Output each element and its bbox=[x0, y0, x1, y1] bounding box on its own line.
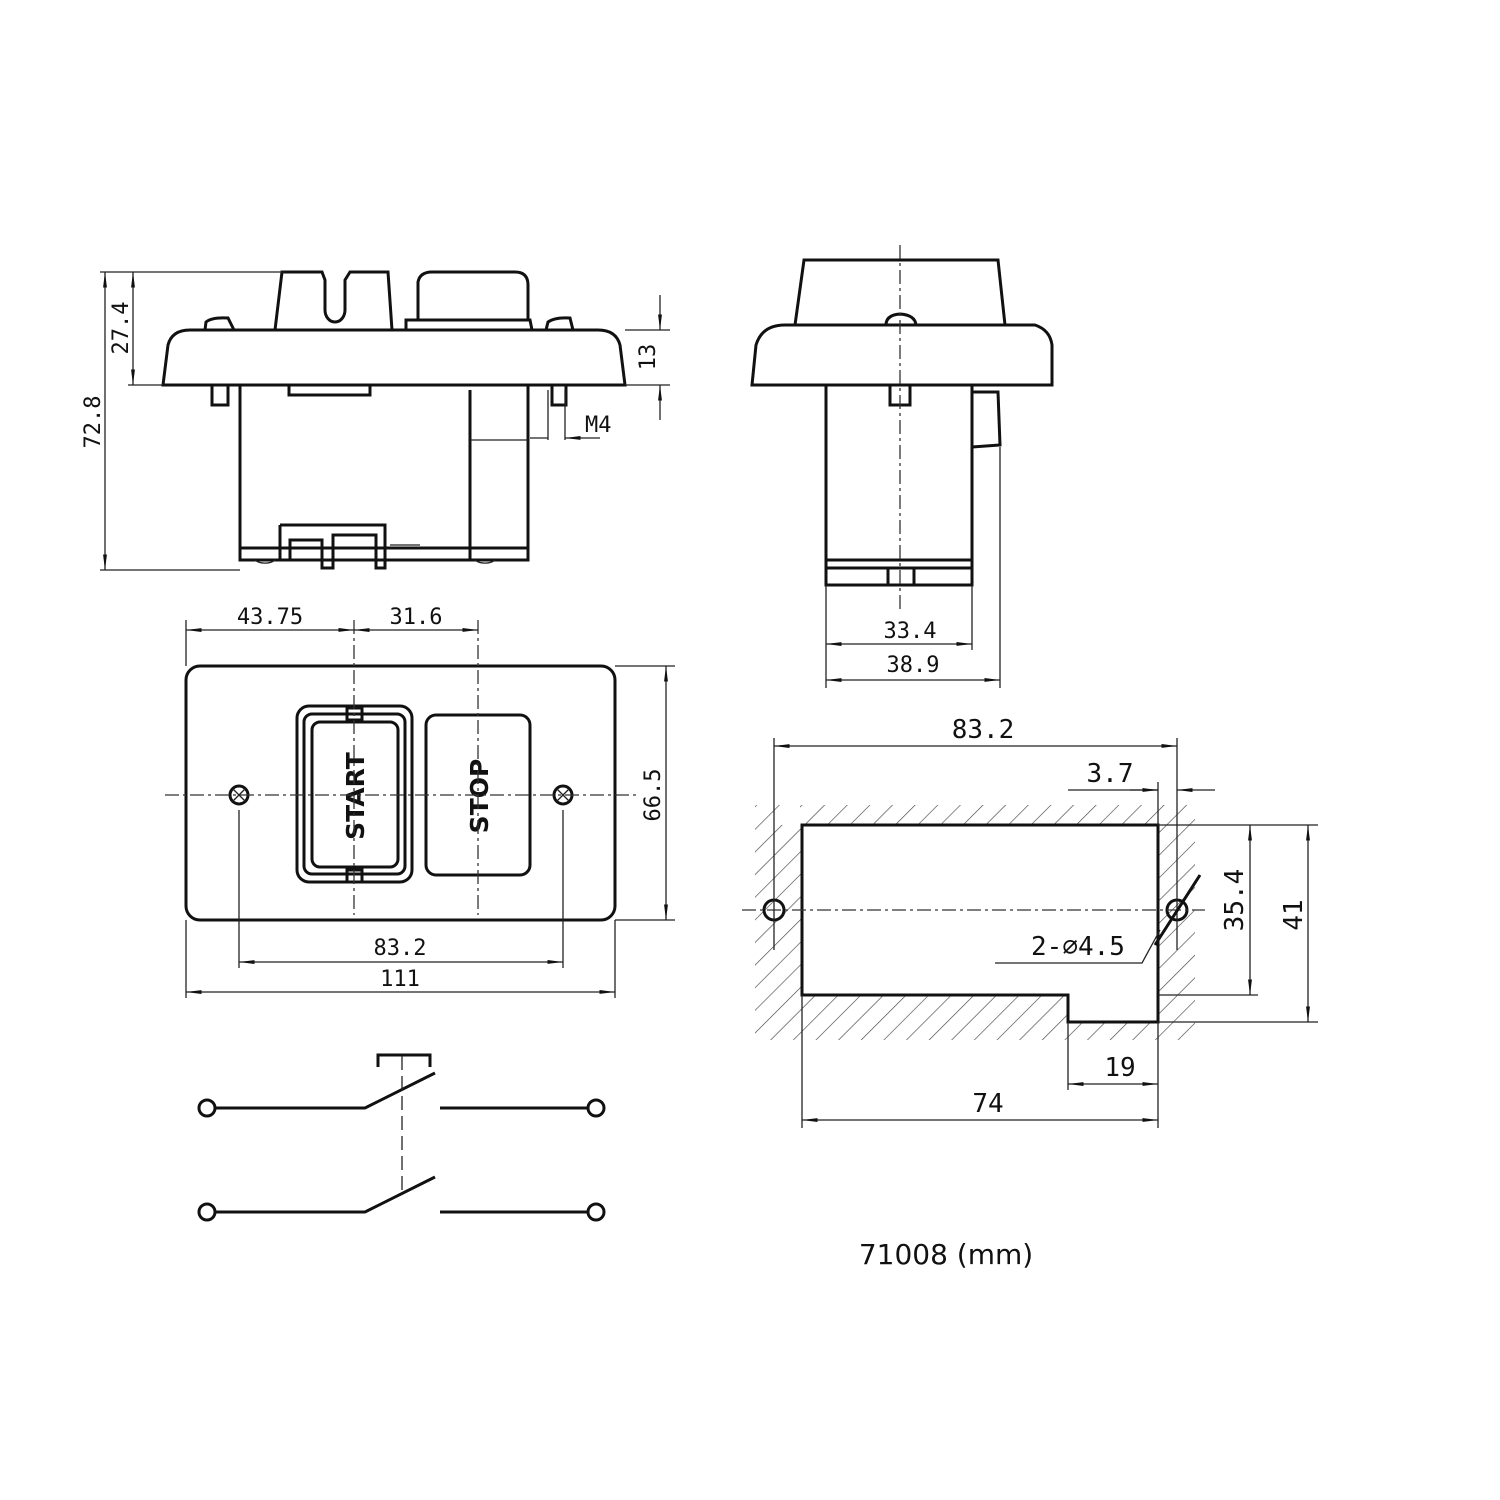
dim-front-width: 111 bbox=[380, 967, 420, 992]
dim-edge-offset: 3.7 bbox=[1087, 759, 1134, 789]
end-view-dimensions: 33.4 38.9 bbox=[825, 447, 1001, 688]
dim-plate-thickness: 13 bbox=[636, 344, 661, 371]
dim-cutout-height-main: 35.4 bbox=[1220, 869, 1250, 932]
dim-top-height: 27.4 bbox=[109, 302, 134, 355]
start-button-label: START bbox=[341, 752, 370, 840]
front-view: START STOP bbox=[165, 620, 640, 922]
dim-cutout-width: 74 bbox=[972, 1089, 1003, 1119]
hole-callout: 2-∅4.5 bbox=[1031, 932, 1125, 962]
dim-cutout-height-total: 41 bbox=[1279, 899, 1309, 930]
dim-total-height: 72.8 bbox=[81, 396, 106, 449]
side-view bbox=[161, 270, 627, 570]
thread-label: M4 bbox=[585, 413, 612, 438]
front-view-dimensions: 43.75 31.6 66.5 83.2 111 bbox=[185, 605, 675, 998]
dim-left-offset: 43.75 bbox=[237, 605, 303, 630]
panel-cutout bbox=[742, 805, 1205, 1040]
dim-hole-spacing: 83.2 bbox=[374, 936, 427, 961]
cutout-dimensions: 83.2 3.7 35.4 41 19 74 2-∅4.5 bbox=[773, 715, 1318, 1128]
dim-front-height: 66.5 bbox=[641, 769, 666, 822]
stop-button-label: STOP bbox=[465, 759, 494, 834]
side-view-dimensions: 72.8 27.4 13 M4 bbox=[81, 271, 670, 571]
switch-schematic bbox=[197, 1053, 606, 1222]
dim-body-width: 33.4 bbox=[884, 619, 937, 644]
dim-overall-width: 38.9 bbox=[887, 653, 940, 678]
dim-button-spacing: 31.6 bbox=[390, 605, 443, 630]
dim-cutout-hole-spacing: 83.2 bbox=[952, 715, 1015, 745]
end-view bbox=[750, 245, 1054, 610]
dim-step-width: 19 bbox=[1104, 1053, 1135, 1083]
drawing-caption: 71008 (mm) bbox=[859, 1238, 1033, 1271]
